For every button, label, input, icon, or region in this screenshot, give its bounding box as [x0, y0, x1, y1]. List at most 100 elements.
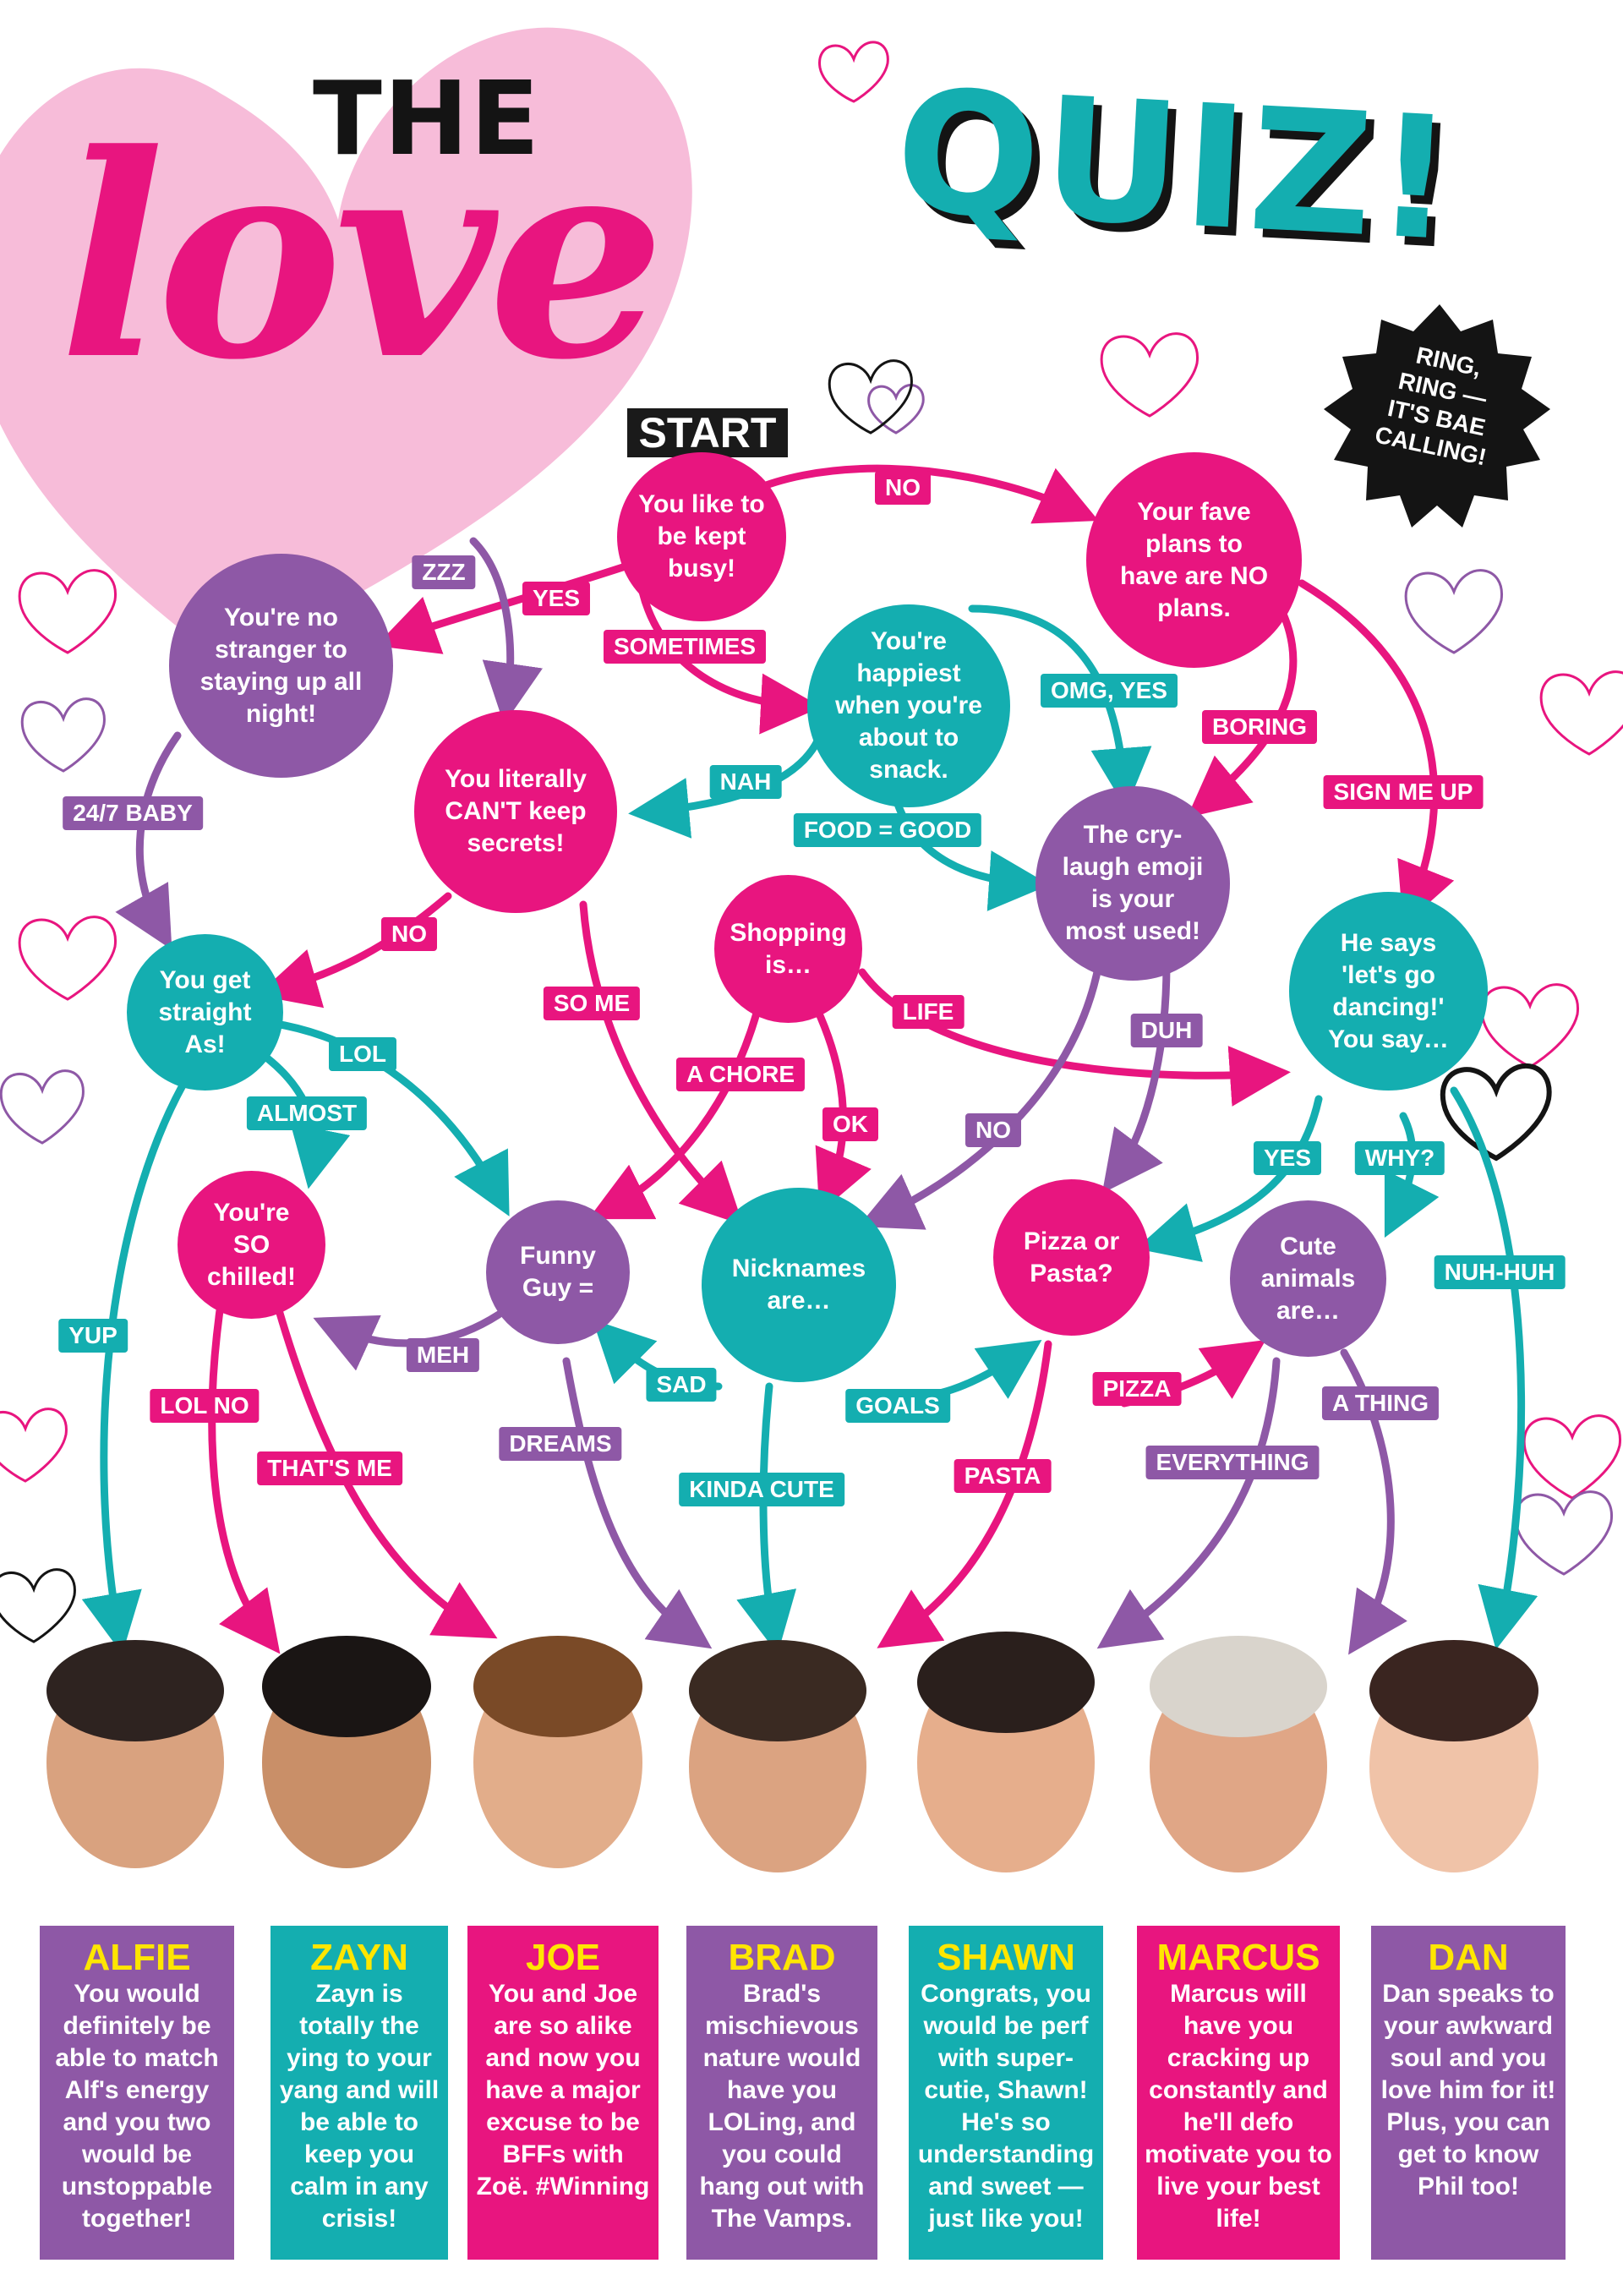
question-night: You're no stranger to staying up all nig…	[169, 554, 393, 778]
heart-outline-icon	[20, 697, 106, 773]
question-busy: You like to be kept busy!	[617, 452, 786, 621]
answer-lol: LOL	[329, 1037, 396, 1071]
result-card-marcus: MARCUS Marcus will have you cracking up …	[1137, 1926, 1340, 2260]
arrow-chilled-to-zayn	[208, 1306, 281, 1654]
answer-why: WHY?	[1354, 1141, 1445, 1175]
question-funny: Funny Guy =	[486, 1200, 630, 1344]
arrow-plans-to-dancing	[1298, 579, 1455, 927]
arrow-secrets-to-nicknames	[579, 900, 744, 1226]
arrow-straight-to-funny	[266, 1019, 510, 1216]
heart-outline-icon	[828, 359, 913, 435]
answer-lol-no: LOL NO	[150, 1389, 260, 1423]
arrow-animals-to-marcus	[1096, 1357, 1281, 1649]
arrow-funny-to-brad	[562, 1357, 713, 1649]
badge-starburst	[1324, 304, 1550, 528]
heart-outline-icon	[867, 384, 925, 435]
result-name: SHAWN	[937, 1937, 1075, 1978]
arrow-nicknames-to-brad	[736, 1382, 797, 1654]
title-love: love	[59, 93, 665, 421]
answer-omg-yes: OMG, YES	[1041, 674, 1178, 708]
result-desc: You and Joe are so alike and now you hav…	[476, 1980, 650, 2200]
answer-no-3: NO	[965, 1113, 1021, 1147]
answer-a-thing: A THING	[1321, 1386, 1440, 1420]
arrow-snack-to-emoji	[968, 604, 1152, 809]
answer-duh: DUH	[1130, 1014, 1203, 1047]
heart-outline-icon	[1514, 1490, 1613, 1576]
heart-outline-icon	[0, 1408, 68, 1483]
result-name: MARCUS	[1156, 1937, 1320, 1978]
question-dancing: He says 'let's go dancing!' You say…	[1289, 892, 1488, 1091]
arrow-secrets-to-straight	[257, 892, 452, 1009]
answer-a-chore: A CHORE	[675, 1058, 806, 1091]
result-name: DAN	[1428, 1937, 1509, 1978]
answer-yes-2: YES	[1253, 1141, 1322, 1175]
question-pizza: Pizza or Pasta?	[993, 1179, 1150, 1336]
answer-life: LIFE	[892, 995, 965, 1029]
arrow-night-to-secrets	[469, 537, 543, 724]
answer-nuh-huh: NUH-HUH	[1434, 1255, 1566, 1289]
background-heart-icon	[0, 27, 692, 668]
result-desc: Marcus will have you cracking up constan…	[1145, 1980, 1332, 2233]
result-name: ZAYN	[310, 1937, 408, 1978]
result-card-dan: DAN Dan speaks to your awkward soul and …	[1371, 1926, 1566, 2260]
question-straight: You get straight As!	[127, 934, 283, 1091]
answer-food-good: FOOD = GOOD	[793, 813, 982, 847]
answer-24-7-baby: 24/7 BABY	[63, 796, 203, 830]
result-name: ALFIE	[83, 1937, 191, 1978]
heart-outline-icon	[1480, 983, 1579, 1069]
heart-outline-icon	[18, 916, 117, 1001]
arrow-busy-to-plans	[731, 464, 1099, 524]
answer-thats-me: THAT'S ME	[257, 1451, 402, 1485]
answer-goals: GOALS	[845, 1389, 950, 1423]
answer-sad: SAD	[646, 1368, 717, 1402]
result-name: BRAD	[728, 1937, 836, 1978]
answer-pasta: PASTA	[954, 1459, 1052, 1493]
answer-boring: BORING	[1202, 710, 1317, 744]
answer-dreams: DREAMS	[499, 1427, 622, 1461]
heart-outline-icon	[0, 1568, 76, 1643]
answer-sometimes: SOMETIMES	[603, 630, 767, 664]
result-card-zayn: ZAYN Zayn is totally the ying to your ya…	[270, 1926, 448, 2260]
result-desc: Dan speaks to your awkward soul and you …	[1380, 1980, 1556, 2200]
faces-row	[46, 1632, 1538, 1872]
question-shopping: Shopping is…	[714, 875, 862, 1023]
result-card-brad: BRAD Brad's mischievous nature would hav…	[686, 1926, 877, 2260]
arrow-shopping-to-nicknames	[807, 993, 872, 1213]
answer-almost: ALMOST	[246, 1096, 368, 1130]
question-snack: You're happiest when you're about to sna…	[807, 604, 1010, 807]
answer-no: NO	[875, 471, 931, 505]
arrow-dancing-to-pizza	[1135, 1095, 1323, 1262]
heart-outline-icon	[18, 569, 117, 654]
answer-yup: YUP	[58, 1319, 128, 1353]
heart-outline-icon	[1100, 332, 1199, 418]
question-secrets: You literally CAN'T keep secrets!	[414, 710, 617, 913]
question-plans: Your fave plans to have are NO plans.	[1086, 452, 1302, 668]
result-name: JOE	[525, 1937, 601, 1978]
answer-meh: MEH	[406, 1338, 480, 1372]
answer-so-me: SO ME	[543, 987, 641, 1020]
answer-everything: EVERYTHING	[1145, 1446, 1320, 1479]
answer-no-2: NO	[381, 917, 437, 951]
question-emoji: The cry-laugh emoji is your most used!	[1036, 786, 1230, 981]
answer-ok: OK	[822, 1107, 878, 1141]
question-animals: Cute animals are…	[1230, 1200, 1386, 1357]
question-nicknames: Nicknames are…	[702, 1188, 896, 1382]
heart-outline-icon	[818, 41, 889, 103]
result-desc: Brad's mischievous nature would have you…	[699, 1980, 865, 2233]
question-chilled: You're SO chilled!	[178, 1171, 325, 1319]
answer-pizza: PIZZA	[1092, 1372, 1182, 1406]
arrow-shopping-to-funny	[587, 993, 765, 1220]
arrow-chilled-to-joe	[275, 1306, 498, 1639]
answer-sign-me-up: SIGN ME UP	[1323, 775, 1484, 809]
title-quiz: QUIZ!	[891, 52, 1462, 280]
start-label: START	[627, 408, 788, 457]
result-desc: Congrats, you would be perf with super-c…	[917, 1980, 1095, 2233]
result-card-shawn: SHAWN Congrats, you would be perf with s…	[909, 1926, 1103, 2260]
result-desc: Zayn is totally the ying to your yang an…	[279, 1980, 440, 2233]
arrow-emoji-to-pizza	[1101, 959, 1171, 1194]
answer-kinda-cute: KINDA CUTE	[679, 1473, 844, 1506]
answer-yes: YES	[522, 582, 591, 615]
arrow-plans-to-emoji	[1187, 596, 1298, 818]
arrow-busy-to-snack	[638, 588, 822, 735]
